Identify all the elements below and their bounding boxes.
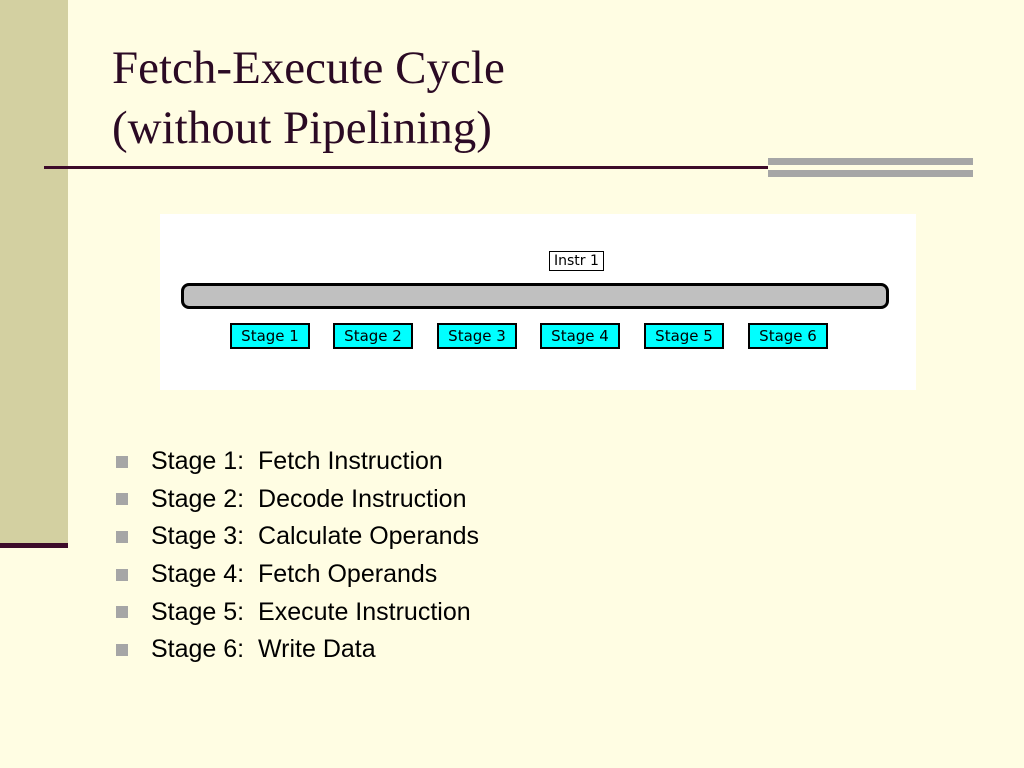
stage-description-list: Stage 1: Fetch Instruction Stage 2: Deco…: [116, 443, 479, 669]
list-item: Stage 1: Fetch Instruction: [116, 443, 479, 481]
list-item-text: Stage 3: Calculate Operands: [151, 522, 479, 551]
square-bullet-icon: [116, 606, 128, 619]
list-item-text: Stage 2: Decode Instruction: [151, 484, 467, 513]
pipeline-diagram: Instr 1 Stage 1 Stage 2 Stage 3 Stage 4 …: [160, 214, 916, 390]
stage-box-6: Stage 6: [748, 323, 828, 349]
decorative-gray-bars: [768, 158, 973, 182]
stage-box-5: Stage 5: [644, 323, 724, 349]
title-line-2: (without Pipelining): [112, 102, 492, 154]
slide-title: Fetch-Execute Cycle (without Pipelining): [112, 38, 505, 158]
gray-bar-top: [768, 158, 973, 165]
list-item-text: Stage 5: Execute Instruction: [151, 597, 471, 626]
square-bullet-icon: [116, 455, 128, 468]
stage-box-1: Stage 1: [230, 323, 310, 349]
instruction-label: Instr 1: [549, 251, 604, 271]
stage-box-3: Stage 3: [437, 323, 517, 349]
instruction-timeline-bar: [181, 283, 889, 309]
stage-box-4: Stage 4: [540, 323, 620, 349]
list-item: Stage 6: Write Data: [116, 631, 479, 669]
title-underline: [44, 166, 768, 169]
list-item: Stage 2: Decode Instruction: [116, 481, 479, 519]
list-item: Stage 3: Calculate Operands: [116, 518, 479, 556]
list-item-text: Stage 1: Fetch Instruction: [151, 447, 443, 476]
square-bullet-icon: [116, 568, 128, 581]
left-sidebar-band: [0, 0, 68, 546]
list-item-text: Stage 4: Fetch Operands: [151, 560, 438, 589]
square-bullet-icon: [116, 530, 128, 543]
sidebar-rule: [0, 543, 68, 548]
list-item: Stage 5: Execute Instruction: [116, 593, 479, 631]
square-bullet-icon: [116, 643, 128, 656]
stage-box-2: Stage 2: [333, 323, 413, 349]
list-item: Stage 4: Fetch Operands: [116, 556, 479, 594]
square-bullet-icon: [116, 493, 128, 506]
gray-bar-bottom: [768, 170, 973, 177]
list-item-text: Stage 6: Write Data: [151, 635, 376, 664]
stage-row: Stage 1 Stage 2 Stage 3 Stage 4 Stage 5 …: [230, 323, 850, 351]
title-line-1: Fetch-Execute Cycle: [112, 42, 505, 94]
